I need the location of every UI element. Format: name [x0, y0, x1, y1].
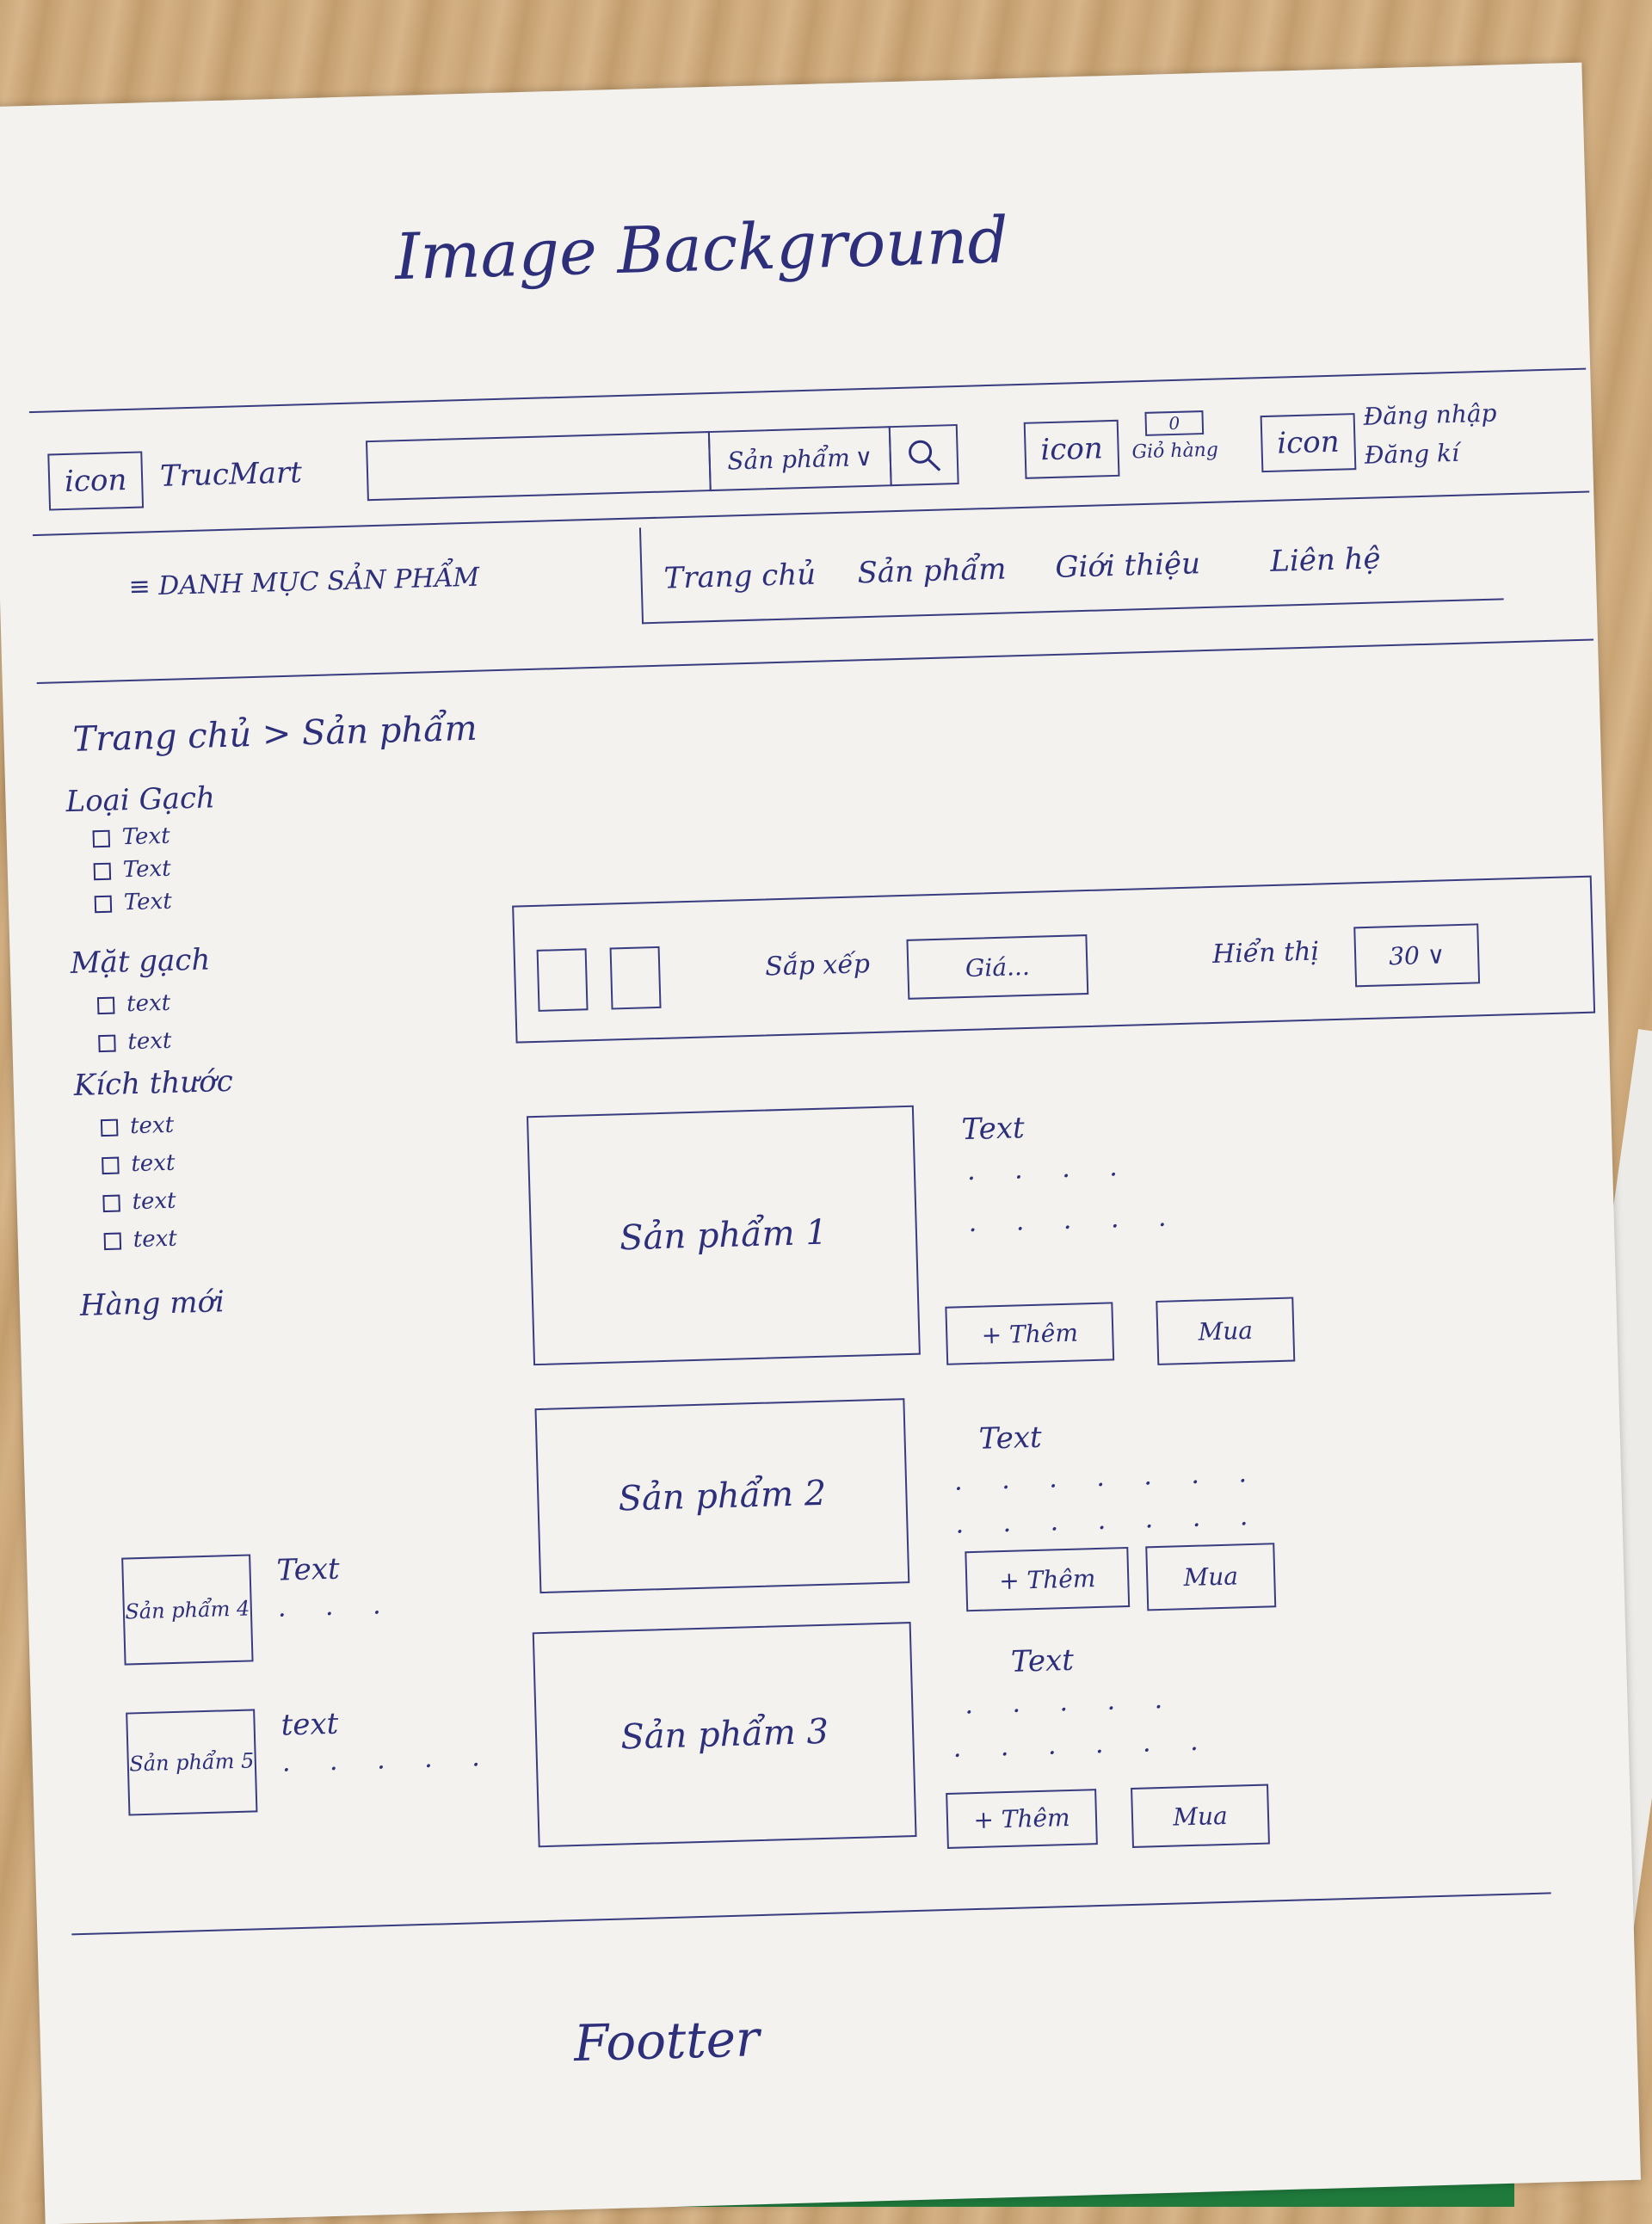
filter-sidebar: Loại Gạch Text Text Text Mặt gạch text t… — [65, 774, 459, 1323]
filter-option[interactable]: text — [103, 1218, 457, 1254]
new-product-text: text — [280, 1706, 339, 1743]
brand-name[interactable]: TrucMart — [159, 455, 303, 494]
list-view-toggle[interactable] — [609, 946, 662, 1010]
filter-option-label: text — [133, 1225, 178, 1254]
product-image[interactable]: Sản phẩm 2 — [534, 1398, 910, 1594]
nav-item-contact[interactable]: Liên hệ — [1269, 541, 1382, 579]
filter-option-label: text — [126, 1027, 172, 1056]
filter-title-tile-type: Loại Gạch — [65, 780, 216, 820]
product-image[interactable]: Sản phẩm 3 — [532, 1622, 917, 1848]
search-icon — [909, 440, 941, 471]
product-image[interactable]: Sản phẩm 1 — [526, 1105, 921, 1366]
new-product-thumb[interactable]: Sản phẩm 5 — [126, 1709, 258, 1816]
buy-button[interactable]: Mua — [1131, 1784, 1270, 1848]
new-product-thumb[interactable]: Sản phẩm 4 — [121, 1554, 254, 1666]
add-to-cart-button[interactable]: + Thêm — [946, 1789, 1098, 1849]
main-nav: Trang chủ Sản phẩm Giới thiệu Liên hệ — [638, 503, 1504, 625]
sort-select[interactable]: Giá... — [906, 934, 1089, 1000]
product-text: Text — [978, 1420, 1043, 1457]
search-input[interactable] — [365, 431, 712, 502]
product-text: Text — [1010, 1642, 1075, 1679]
filter-option[interactable]: text — [96, 983, 451, 1018]
cart-count-badge: 0 — [1144, 410, 1205, 436]
filter-option[interactable]: text — [98, 1020, 452, 1056]
text-placeholder: · · · · · · · — [953, 1465, 1263, 1505]
new-product-text: Text — [276, 1551, 341, 1588]
breadcrumb[interactable]: Trang chủ > Sản phẩm — [71, 708, 478, 760]
text-placeholder: · · · · — [966, 1159, 1134, 1195]
filter-option[interactable]: Text — [94, 881, 447, 916]
product-toolbar: Sắp xếp Giá... Hiển thị 30 ∨ — [512, 875, 1596, 1044]
filter-option-label: Text — [122, 855, 172, 884]
new-products-title: Hàng mới — [79, 1284, 225, 1323]
hero-title: Image Background — [393, 203, 1009, 295]
filter-title-size: Kích thước — [73, 1063, 234, 1103]
checkbox[interactable] — [93, 862, 112, 881]
checkbox[interactable] — [102, 1194, 120, 1213]
nav-item-home[interactable]: Trang chủ — [663, 557, 817, 596]
filter-option[interactable]: Text — [93, 848, 447, 884]
nav-item-products[interactable]: Sản phẩm — [856, 551, 1008, 591]
search-category-select[interactable]: Sản phẩm ∨ — [707, 426, 892, 492]
filter-option-label: text — [126, 989, 171, 1018]
add-to-cart-button[interactable]: + Thêm — [965, 1546, 1131, 1612]
nav-item-about[interactable]: Giới thiệu — [1054, 546, 1201, 585]
search-button[interactable] — [888, 424, 959, 487]
filter-option-label: Text — [121, 822, 170, 851]
divider — [28, 367, 1587, 414]
category-menu-button[interactable]: ≡ DANH MỤC SẢN PHẨM — [128, 562, 480, 602]
cart-button[interactable]: 0 Giỏ hàng — [1126, 410, 1223, 463]
filter-option[interactable]: text — [102, 1143, 455, 1178]
sort-label: Sắp xếp — [764, 949, 871, 983]
checkbox[interactable] — [100, 1118, 119, 1137]
footer: Footter — [573, 2009, 761, 2073]
show-label: Hiển thị — [1211, 936, 1320, 970]
checkbox[interactable] — [98, 1034, 116, 1053]
login-link[interactable]: Đăng nhập — [1363, 398, 1497, 431]
checkbox[interactable] — [103, 1232, 122, 1251]
text-placeholder: · · · · · · · — [955, 1508, 1265, 1548]
checkbox[interactable] — [96, 996, 115, 1015]
checkbox[interactable] — [94, 895, 113, 914]
checkbox[interactable] — [102, 1156, 120, 1175]
filter-option-label: text — [132, 1187, 176, 1216]
text-placeholder: · · · · · · — [952, 1734, 1215, 1771]
divider — [71, 1892, 1551, 1936]
text-placeholder: · · · · · — [965, 1691, 1179, 1728]
add-to-cart-button[interactable]: + Thêm — [945, 1302, 1115, 1365]
buy-button[interactable]: Mua — [1145, 1543, 1277, 1611]
logo-icon[interactable]: icon — [47, 451, 145, 511]
filter-option[interactable]: Text — [92, 816, 446, 851]
cart-label: Giỏ hàng — [1131, 439, 1219, 464]
filter-title-surface: Mặt gạch — [70, 942, 211, 982]
product-text: Text — [961, 1111, 1026, 1148]
filter-option-label: Text — [123, 888, 173, 916]
grid-view-toggle[interactable] — [536, 948, 589, 1012]
text-placeholder: · · · — [277, 1597, 398, 1631]
filter-option-label: text — [130, 1149, 176, 1178]
wireframe-sheet: Image Background icon TrucMart Sản phẩm … — [0, 62, 1642, 2224]
per-page-select[interactable]: 30 ∨ — [1353, 923, 1481, 988]
buy-button[interactable]: Mua — [1156, 1297, 1296, 1365]
filter-option-label: text — [129, 1112, 175, 1140]
filter-option[interactable]: text — [100, 1105, 454, 1140]
text-placeholder: · · · · · — [281, 1749, 496, 1786]
text-placeholder: · · · · · — [968, 1210, 1183, 1246]
register-link[interactable]: Đăng kí — [1364, 438, 1460, 470]
chevron-down-icon: ∨ — [854, 442, 873, 471]
checkbox[interactable] — [92, 829, 111, 848]
filter-option[interactable]: text — [102, 1180, 456, 1216]
divider — [36, 638, 1594, 684]
user-icon[interactable]: icon — [1260, 413, 1357, 473]
cart-icon[interactable]: icon — [1023, 419, 1120, 479]
search-category-label: Sản phẩm — [726, 443, 851, 475]
